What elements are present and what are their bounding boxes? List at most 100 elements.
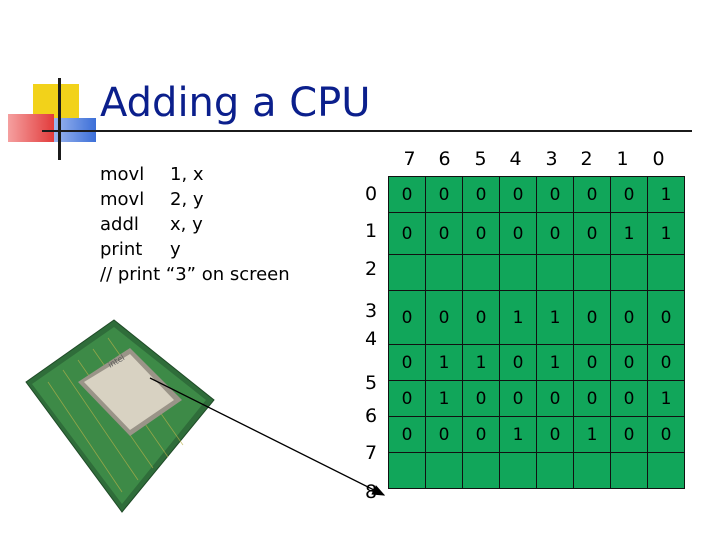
memory-bit [573,452,611,489]
memory-bit [647,452,685,489]
memory-bit: 0 [425,212,463,255]
memory-bit [647,254,685,291]
memory-bit [610,452,648,489]
bit-header: 0 [652,148,665,170]
code-args: x, y [170,214,203,235]
memory-bit: 1 [610,212,648,255]
bit-header: 6 [438,148,451,170]
memory-bit: 0 [388,380,426,417]
memory-bit: 0 [462,176,500,213]
memory-bit: 0 [610,344,648,381]
row-address: 5 [365,372,378,394]
memory-bit: 0 [462,212,500,255]
bit-header: 7 [403,148,416,170]
memory-bit: 0 [388,344,426,381]
memory-bit [499,452,537,489]
memory-bit: 0 [499,344,537,381]
memory-bit: 1 [536,290,574,345]
memory-bit: 0 [462,290,500,345]
memory-bit: 1 [425,344,463,381]
code-line: movl 2, y [100,187,290,212]
decor-vertical-bar [58,78,61,160]
code-op: print [100,239,143,260]
memory-bit [388,452,426,489]
memory-bit: 1 [536,344,574,381]
memory-bit: 0 [536,176,574,213]
code-line: movl 1, x [100,162,290,187]
code-line: print y [100,237,290,262]
memory-bit: 1 [647,380,685,417]
memory-bit: 0 [425,176,463,213]
code-args: 1, x [170,164,204,185]
memory-bit: 0 [610,380,648,417]
memory-bit: 1 [425,380,463,417]
memory-bit: 0 [573,212,611,255]
code-op: movl [100,164,145,185]
memory-bit: 0 [647,290,685,345]
memory-bit: 0 [573,176,611,213]
memory-bit [499,254,537,291]
bit-header: 5 [474,148,487,170]
memory-bit [536,452,574,489]
memory-bit: 0 [573,344,611,381]
memory-bit [425,254,463,291]
memory-bit [610,254,648,291]
memory-bit: 1 [499,416,537,453]
code-op: movl [100,189,145,210]
row-address: 3 [365,300,378,322]
memory-bit: 0 [425,290,463,345]
bit-header: 3 [545,148,558,170]
memory-bit: 0 [388,290,426,345]
memory-row [388,452,685,489]
memory-bit: 1 [499,290,537,345]
memory-bit: 0 [499,380,537,417]
memory-bit: 1 [647,212,685,255]
memory-bit: 1 [462,344,500,381]
bit-header: 1 [616,148,629,170]
code-line: // print “3” on screen [100,262,290,287]
code-args: y [170,239,181,260]
memory-bit [536,254,574,291]
memory-bit [462,254,500,291]
row-address: 0 [365,183,378,205]
row-address: 1 [365,220,378,242]
memory-bit [573,254,611,291]
row-address: 7 [365,442,378,464]
memory-bit: 0 [388,212,426,255]
memory-row [388,254,685,291]
memory-bit [388,254,426,291]
memory-bit: 0 [647,416,685,453]
memory-bit: 0 [610,416,648,453]
memory-bit: 0 [499,212,537,255]
bit-header: 4 [509,148,522,170]
memory-bit: 0 [610,290,648,345]
memory-bit [462,452,500,489]
code-args: 2, y [170,189,204,210]
memory-bit: 0 [647,344,685,381]
cpu-image: intel [25,319,215,513]
row-address: 8 [365,481,378,503]
memory-bit: 0 [573,380,611,417]
memory-bit: 0 [536,380,574,417]
memory-bit: 0 [573,290,611,345]
memory-bit: 0 [536,212,574,255]
memory-bit: 1 [573,416,611,453]
decor-red-square [8,114,54,142]
row-address: 6 [365,405,378,427]
memory-bit [425,452,463,489]
title-rule [42,130,692,132]
memory-bit: 0 [536,416,574,453]
memory-bit: 0 [425,416,463,453]
memory-bit: 0 [462,380,500,417]
row-address: 2 [365,258,378,280]
memory-bit: 1 [647,176,685,213]
